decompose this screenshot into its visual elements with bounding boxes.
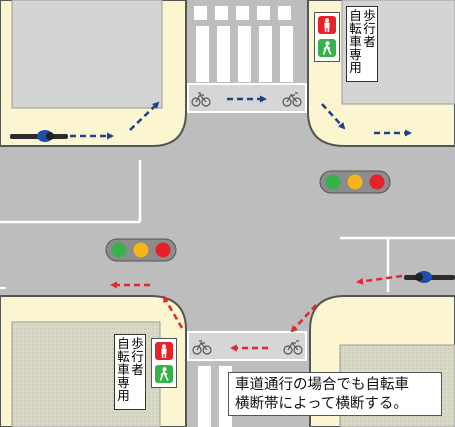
pedestrian-stop-icon — [318, 16, 336, 34]
bicycle-pedestrian-label-top: 歩行者 自転車専用 — [346, 6, 378, 82]
crosswalk-top — [194, 6, 293, 82]
label-col-pedestrian: 歩行者 — [363, 8, 376, 49]
note-line-2: 横断帯によって横断する。 — [235, 396, 408, 412]
note-line-1: 車道通行の場合でも自転車 — [235, 377, 409, 393]
bicycle-pedestrian-label-bottom: 歩行者 自転車専用 — [114, 334, 146, 410]
pedestrian-signal-bottom — [151, 338, 177, 388]
pedestrian-signal-top — [314, 12, 340, 62]
explanation-note: 車道通行の場合でも自転車 横断帯によって横断する。 — [228, 372, 442, 416]
traffic-signal-icon — [319, 170, 391, 194]
bicycle-icon — [191, 92, 211, 107]
pedestrian-stop-icon — [155, 342, 173, 360]
route-arrows-blue — [70, 95, 412, 140]
cyclist-icon — [404, 271, 455, 283]
cyclist-icon — [10, 130, 68, 142]
bicycle-icon — [283, 340, 303, 355]
building-top-left — [11, 0, 163, 109]
label-col-pedestrian: 歩行者 — [131, 336, 144, 377]
pedestrian-go-icon — [318, 39, 336, 57]
label-col-bicycle: 自転車専用 — [349, 8, 362, 75]
bicycle-icon — [192, 340, 212, 355]
route-arrows-red — [110, 274, 403, 352]
pedestrian-go-icon — [155, 365, 173, 383]
label-col-bicycle: 自転車専用 — [117, 336, 130, 403]
traffic-signal-icon — [105, 238, 177, 262]
bicycle-icon — [282, 92, 302, 107]
